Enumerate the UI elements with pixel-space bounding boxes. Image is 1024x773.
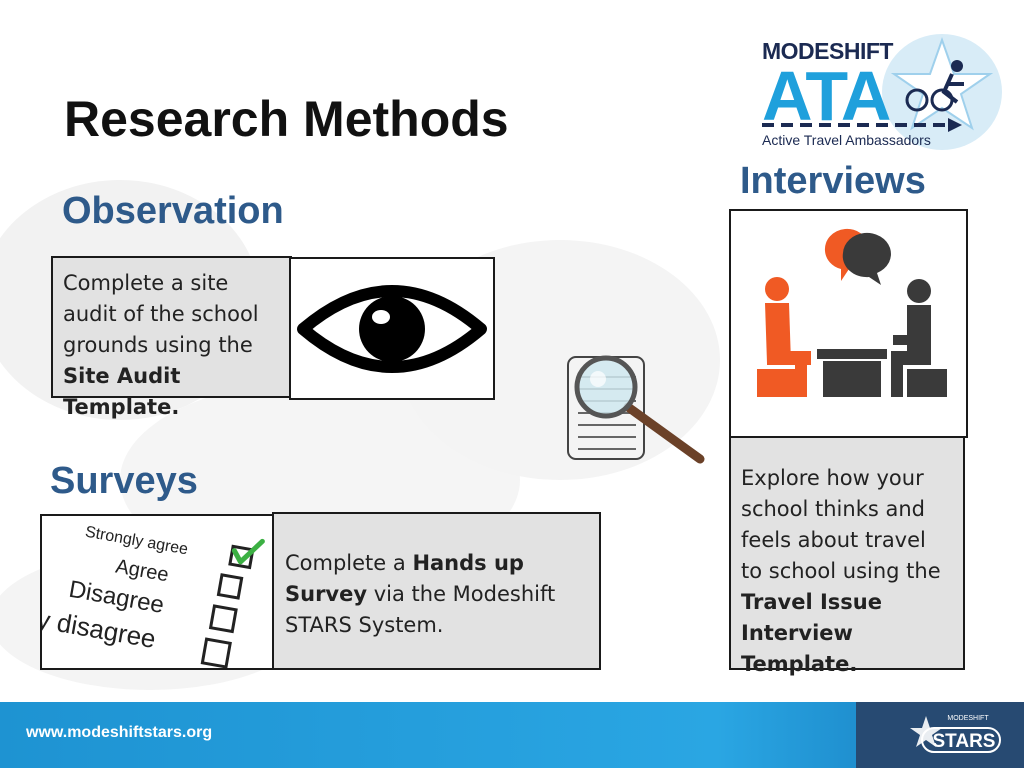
surveys-template-name: Hands up Survey: [285, 551, 524, 606]
footer-bar: [0, 702, 1024, 768]
footer-website-link[interactable]: www.modeshiftstars.org: [26, 724, 213, 741]
page-title: Research Methods: [64, 91, 509, 147]
scale-label-agree: Agree: [114, 555, 170, 586]
interview-people-icon: [757, 228, 947, 397]
logo-brand-text: MODESHIFT: [762, 38, 893, 64]
observation-text: Complete a site audit of the school grou…: [63, 271, 259, 357]
surveys-text-pre: Complete a: [285, 551, 413, 575]
interviews-heading: Interviews: [740, 160, 926, 202]
surveys-heading: Surveys: [50, 460, 198, 502]
survey-scale-image: Strongly agree Agree Disagree ly disagre…: [42, 524, 265, 668]
interviews-text: Explore how your school thinks and feels…: [741, 466, 941, 583]
modeshift-ata-logo: MODESHIFT ATA Active Travel Ambassadors: [752, 22, 1002, 154]
footer-logo-panel: MODESHIFT STARS: [856, 702, 1024, 768]
interviews-image-box: [729, 209, 968, 438]
interviews-template-name: Travel Issue Interview Template.: [741, 590, 882, 676]
surveys-text-box: Complete a Hands up Survey via the Modes…: [272, 512, 601, 670]
logo-subtitle: Active Travel Ambassadors: [762, 132, 931, 148]
eye-icon: [297, 285, 487, 373]
stars-logo-icon: MODESHIFT STARS: [910, 715, 1001, 753]
checkmark-icon: [231, 538, 265, 565]
observation-image-box: [289, 257, 495, 400]
observation-text-box: Complete a site audit of the school grou…: [51, 256, 292, 419]
interviews-text-box: Explore how your school thinks and feels…: [729, 436, 965, 676]
scale-label-strongly-agree: Strongly agree: [84, 524, 190, 559]
magnifier-document-icon: [567, 355, 705, 464]
footer-logo-small: MODESHIFT: [947, 715, 989, 722]
surveys-text-post: via the Modeshift STARS System.: [285, 582, 556, 637]
observation-template-name: Site Audit Template.: [63, 364, 181, 419]
survey-scale-image-box: Strongly agree Agree Disagree ly disagre…: [40, 514, 276, 670]
observation-heading: Observation: [62, 190, 284, 232]
logo-background-icon: [762, 34, 1002, 150]
logo-acronym-text: ATA: [762, 57, 891, 135]
footer-logo-text: STARS: [933, 731, 996, 752]
